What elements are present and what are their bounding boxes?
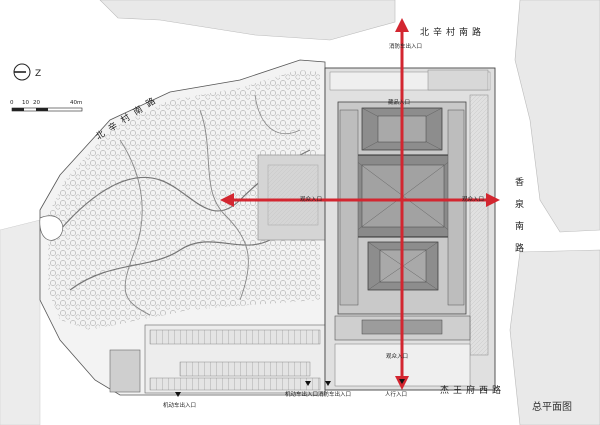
parking-row [149, 377, 321, 391]
view-entrance-west-label: 观众入口 [300, 196, 322, 203]
entrance-marker [175, 392, 181, 397]
west-wing [339, 109, 359, 306]
axis-arrow-west [220, 193, 234, 207]
compass-letter: Z [35, 69, 41, 79]
pedestrian-entrance-label: 人行入口 [385, 390, 407, 398]
road-label-east-char: 南 [515, 220, 524, 232]
scale-tick-label: 0 [10, 100, 14, 106]
scale-bar: 0 10 20 40m [10, 100, 82, 112]
north-compass: Z [13, 63, 41, 81]
view-entrance-south-label: 观众入口 [386, 353, 408, 360]
parking-row [149, 329, 321, 345]
park-path [254, 94, 301, 135]
surrounding-block-se [509, 249, 600, 425]
view-entrance-east-label: 观众入口 [462, 196, 484, 203]
park-vegetation [48, 70, 320, 330]
road-label-south: 杰王府西路 [440, 384, 505, 396]
park-path [199, 109, 249, 301]
scale-tick-label: 20 [33, 100, 40, 106]
entrance-marker [325, 381, 331, 386]
surrounding-block-ne [514, 0, 600, 233]
axis-arrow-east [486, 193, 500, 207]
scale-tick-label: 10 [22, 100, 29, 106]
road-label-east-char: 路 [515, 242, 524, 254]
park-path [119, 139, 151, 316]
east-wing [447, 109, 465, 306]
surrounding-block-sw [0, 219, 41, 425]
collection-entrance-label: 藏品入口 [388, 98, 410, 106]
road-label-east-char: 香 [515, 177, 524, 188]
scale-tick-label: 40m [70, 100, 82, 106]
plan-title: 总平面图 [532, 400, 572, 413]
entrance-marker [305, 381, 311, 386]
surrounding-block-nw [99, 0, 396, 41]
road-label-east: 香 泉 南 路 [515, 177, 524, 254]
axis-arrow-north [395, 18, 409, 32]
pond [39, 215, 64, 241]
parking-row [179, 361, 311, 377]
vehicle-fire-entrance-label: 机动车出入口消防车出入口 [285, 390, 351, 398]
east-strip [469, 94, 489, 356]
road-label-north: 北辛村南路 [420, 26, 485, 38]
entrance-marker [399, 379, 405, 384]
small-building [109, 349, 141, 393]
west-plaza-inner [267, 164, 319, 226]
ne-court [427, 69, 489, 91]
fire-entrance-label: 消防车出入口 [389, 42, 422, 50]
vehicle-entrance-label: 机动车出入口 [163, 401, 196, 409]
road-label-east-char: 泉 [515, 198, 524, 210]
